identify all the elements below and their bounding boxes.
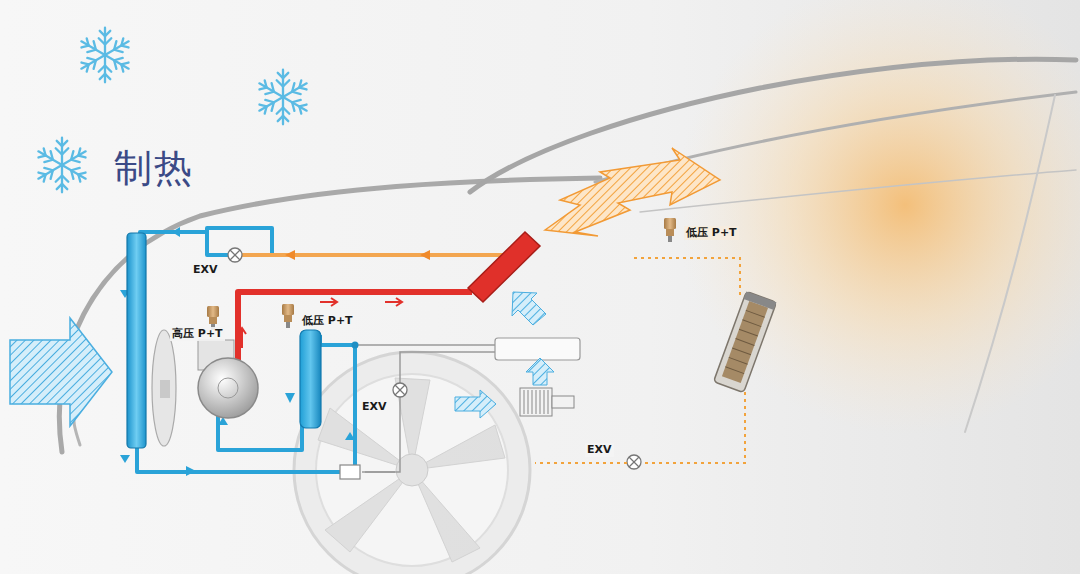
sensor-label: 高压 P+T (170, 327, 225, 341)
valve-label: EXV (191, 263, 220, 277)
diagram-title: 制热 (114, 146, 194, 190)
valve-label: EXV (360, 400, 389, 414)
sensor-label: 低压 P+T (300, 314, 355, 328)
sensor-label: 低压 P+T (684, 226, 739, 240)
valve-label: EXV (585, 443, 614, 457)
